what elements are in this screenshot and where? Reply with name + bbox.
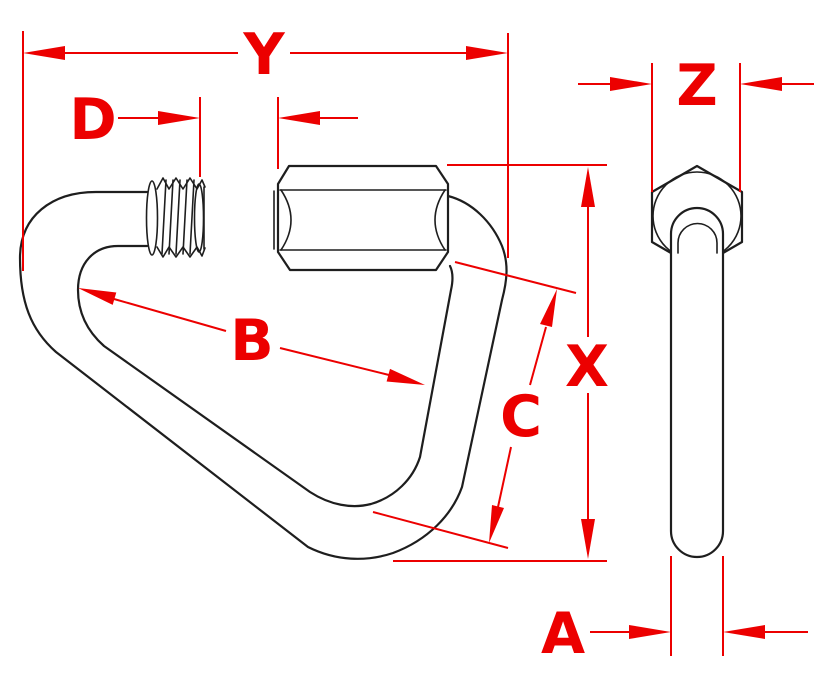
b-arrowhead-lower-right — [386, 368, 425, 385]
side-view — [650, 164, 744, 559]
dim-label-y: Y — [242, 22, 285, 88]
dim-label-z: Z — [676, 53, 717, 119]
thread-crest-top — [156, 177, 206, 190]
x-arrowhead-bottom — [581, 519, 595, 559]
a-arrowhead-right — [723, 625, 765, 639]
main-view — [18, 164, 508, 560]
thread-flanks — [161, 179, 195, 255]
dimension-b: B — [78, 288, 425, 385]
y-arrowhead-right — [466, 46, 508, 60]
dimension-x: X — [393, 164, 609, 562]
hex-nut — [273, 164, 450, 272]
b-dimension-line-lower — [279, 347, 390, 376]
dim-label-a: A — [541, 601, 585, 667]
dim-label-x: X — [565, 334, 609, 400]
c-arrowhead-top — [540, 289, 557, 327]
thread-section — [145, 177, 206, 258]
d-arrowhead-left — [158, 111, 200, 125]
dimension-a: A — [541, 556, 808, 667]
link-outer-outline — [18, 190, 508, 560]
nut-chamfer-arc-right — [434, 189, 446, 251]
dim-label-b: B — [230, 308, 273, 374]
b-dimension-line-upper — [113, 298, 227, 332]
dim-label-d: D — [69, 87, 116, 153]
dimension-y: Y — [22, 22, 509, 271]
b-arrowhead-upper-left — [78, 288, 117, 305]
z-arrowhead-left — [610, 77, 652, 91]
dimension-d: D — [69, 87, 358, 177]
dimension-z: Z — [578, 53, 814, 192]
rod-profile — [669, 206, 725, 559]
nut-chamfer-arc-left — [280, 189, 292, 251]
thread-end-cap — [193, 183, 205, 253]
nut-outline — [276, 164, 450, 272]
dimension-c: C — [372, 261, 577, 549]
z-arrowhead-right — [740, 77, 782, 91]
link-inner-outline — [76, 244, 454, 508]
c-dimension-line-upper — [529, 326, 547, 386]
c-extension-line-bottom — [372, 511, 509, 549]
thread-start-cap — [145, 180, 159, 256]
dim-label-c: C — [500, 384, 542, 450]
hex-end-outline — [650, 164, 744, 255]
a-arrowhead-left — [629, 625, 671, 639]
c-dimension-line-lower — [497, 446, 512, 508]
c-extension-line-top — [454, 261, 577, 294]
y-arrowhead-left — [23, 46, 65, 60]
d-arrowhead-right — [278, 111, 320, 125]
c-arrowhead-bottom — [489, 505, 504, 543]
rod-inner-bend-arc — [677, 222, 718, 254]
x-arrowhead-top — [581, 167, 595, 207]
